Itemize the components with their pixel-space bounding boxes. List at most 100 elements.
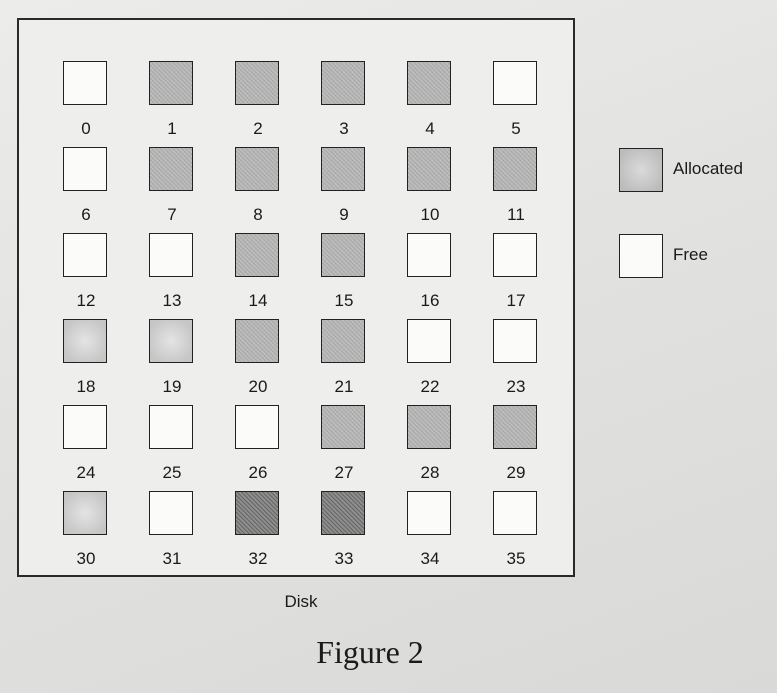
block-box <box>235 147 279 191</box>
block-number: 12 <box>76 291 96 310</box>
disk-block-27: 27 <box>321 405 367 493</box>
block-box <box>63 147 107 191</box>
disk-block-18: 18 <box>63 319 109 407</box>
block-box <box>235 319 279 363</box>
block-number: 29 <box>506 463 526 482</box>
block-box <box>149 319 193 363</box>
block-box <box>407 147 451 191</box>
disk-block-23: 23 <box>493 319 539 407</box>
block-number: 33 <box>334 549 354 568</box>
block-number: 7 <box>167 205 177 224</box>
block-box <box>149 147 193 191</box>
disk-block-1: 1 <box>149 61 195 149</box>
disk-block-10: 10 <box>407 147 453 235</box>
disk-block-16: 16 <box>407 233 453 321</box>
block-box <box>321 233 365 277</box>
disk-block-35: 35 <box>493 491 539 579</box>
block-number: 31 <box>162 549 182 568</box>
disk-block-22: 22 <box>407 319 453 407</box>
block-number: 16 <box>420 291 440 310</box>
block-box <box>149 61 193 105</box>
disk-block-11: 11 <box>493 147 539 235</box>
block-box <box>407 61 451 105</box>
disk-block-20: 20 <box>235 319 281 407</box>
block-box <box>235 405 279 449</box>
block-box <box>63 233 107 277</box>
disk-block-31: 31 <box>149 491 195 579</box>
block-box <box>493 147 537 191</box>
block-box <box>321 147 365 191</box>
block-box <box>321 405 365 449</box>
block-box <box>493 405 537 449</box>
disk-block-0: 0 <box>63 61 109 149</box>
block-box <box>235 61 279 105</box>
disk-block-5: 5 <box>493 61 539 149</box>
block-box <box>149 405 193 449</box>
block-box <box>493 319 537 363</box>
disk-block-19: 19 <box>149 319 195 407</box>
block-number: 19 <box>162 377 182 396</box>
block-number: 22 <box>420 377 440 396</box>
block-number: 27 <box>334 463 354 482</box>
block-number: 25 <box>162 463 182 482</box>
block-number: 20 <box>248 377 268 396</box>
block-box <box>321 61 365 105</box>
disk-block-17: 17 <box>493 233 539 321</box>
block-box <box>493 233 537 277</box>
block-number: 3 <box>339 119 349 138</box>
block-number: 24 <box>76 463 96 482</box>
block-number: 17 <box>506 291 526 310</box>
block-box <box>407 405 451 449</box>
block-box <box>493 491 537 535</box>
block-box <box>493 61 537 105</box>
disk-block-6: 6 <box>63 147 109 235</box>
block-number: 28 <box>420 463 440 482</box>
disk-block-13: 13 <box>149 233 195 321</box>
disk-block-3: 3 <box>321 61 367 149</box>
disk-block-30: 30 <box>63 491 109 579</box>
block-number: 23 <box>506 377 526 396</box>
block-number: 26 <box>248 463 268 482</box>
block-box <box>321 319 365 363</box>
legend-allocated-swatch <box>619 148 663 192</box>
disk-block-33: 33 <box>321 491 367 579</box>
disk-block-14: 14 <box>235 233 281 321</box>
figure-caption: Figure 2 <box>316 634 424 670</box>
disk-block-15: 15 <box>321 233 367 321</box>
block-box <box>63 319 107 363</box>
block-box <box>63 491 107 535</box>
legend-allocated-label: Allocated <box>673 159 743 178</box>
block-number: 5 <box>511 119 521 138</box>
block-number: 6 <box>81 205 91 224</box>
block-number: 32 <box>248 549 268 568</box>
block-box <box>63 61 107 105</box>
block-box <box>407 491 451 535</box>
disk-block-34: 34 <box>407 491 453 579</box>
block-number: 30 <box>76 549 96 568</box>
block-box <box>235 233 279 277</box>
block-number: 15 <box>334 291 354 310</box>
disk-block-4: 4 <box>407 61 453 149</box>
disk-block-8: 8 <box>235 147 281 235</box>
block-number: 2 <box>253 119 263 138</box>
block-number: 34 <box>420 549 440 568</box>
legend-free-swatch <box>619 234 663 278</box>
block-box <box>63 405 107 449</box>
block-number: 35 <box>506 549 526 568</box>
block-box <box>235 491 279 535</box>
block-number: 8 <box>253 205 263 224</box>
disk-block-32: 32 <box>235 491 281 579</box>
legend-free: Free <box>619 234 769 280</box>
block-box <box>407 319 451 363</box>
disk-block-9: 9 <box>321 147 367 235</box>
block-number: 11 <box>507 205 525 224</box>
block-number: 14 <box>248 291 268 310</box>
block-number: 9 <box>339 205 349 224</box>
disk-label: Disk <box>284 592 318 611</box>
disk-block-12: 12 <box>63 233 109 321</box>
disk-block-24: 24 <box>63 405 109 493</box>
block-number: 10 <box>420 205 440 224</box>
block-number: 0 <box>81 119 91 138</box>
block-box <box>149 491 193 535</box>
